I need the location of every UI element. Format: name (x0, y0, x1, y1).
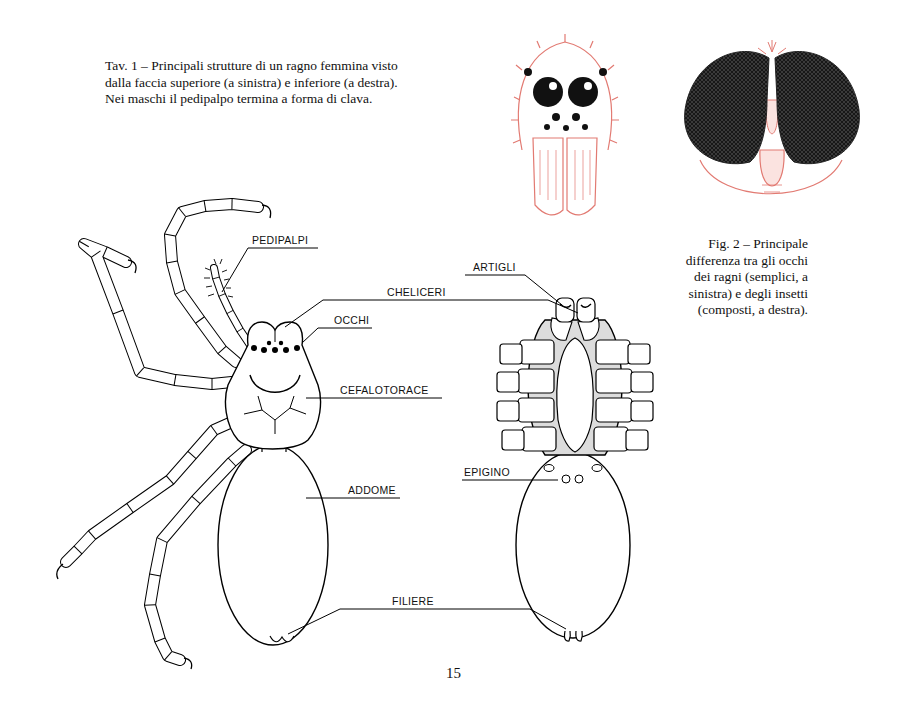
leg (84, 244, 232, 384)
trochanter (497, 401, 519, 421)
coxa (596, 398, 632, 422)
leg (170, 204, 258, 362)
part-label: OCCHI (334, 314, 369, 326)
leader-line (306, 398, 442, 399)
part-label: ADDOME (348, 484, 396, 496)
spider-face (511, 34, 619, 215)
eye (261, 347, 267, 353)
eye (267, 341, 271, 345)
leader-line (462, 480, 558, 481)
eye (599, 68, 607, 76)
chelicera (567, 138, 597, 215)
plate-caption: Tav. 1 – Principali strutture di un ragn… (105, 58, 405, 108)
eye (582, 124, 588, 130)
cephalothorax (225, 322, 320, 449)
chelicera (577, 298, 595, 322)
spinnerets (565, 631, 583, 641)
part-label: CEFALOTORACE (340, 384, 429, 396)
eye (544, 124, 550, 130)
mouthparts (762, 185, 782, 192)
figure-caption: Fig. 2 – Principale differenza tra gli o… (668, 236, 808, 319)
chelicera-line (275, 330, 276, 342)
eye (294, 345, 300, 351)
coxa (520, 340, 554, 364)
spinnerets (270, 636, 294, 642)
leader-line (302, 328, 372, 343)
eye (283, 347, 289, 353)
head-outline (518, 42, 611, 150)
eye (251, 345, 257, 351)
coxa (596, 369, 632, 393)
eye-highlight (584, 82, 592, 90)
eye (272, 347, 278, 353)
part-label: PEDIPALPI (252, 234, 308, 246)
eye (563, 125, 569, 131)
trochanter (502, 430, 524, 450)
trochanter (628, 344, 650, 364)
trochanter (626, 430, 648, 450)
insect-head (685, 40, 860, 194)
dorsal-body (218, 322, 328, 645)
eye (533, 77, 563, 107)
part-label: EPIGINO (464, 466, 510, 478)
part-label: ARTIGLI (473, 261, 516, 273)
compound-eye (685, 51, 769, 163)
antenna-base (758, 40, 786, 54)
leg (84, 244, 232, 384)
leader-line (288, 609, 566, 634)
trochanter (500, 344, 522, 364)
spider-eyes (524, 68, 607, 131)
coxa (518, 369, 554, 393)
leader-line (285, 300, 578, 327)
frons (766, 100, 778, 134)
epigyne (562, 475, 570, 483)
pedipalp (214, 268, 250, 345)
radial-grooves (244, 396, 306, 434)
epigyne (575, 475, 583, 483)
trochanter (631, 401, 653, 421)
eye (524, 68, 532, 76)
part-label: CHELICERI (387, 286, 446, 298)
lung-slit (592, 465, 602, 472)
leg (170, 204, 258, 362)
chelicera-hatch (540, 150, 590, 200)
leader-lines (222, 248, 578, 634)
coxa (518, 398, 554, 422)
pedipalp (214, 268, 250, 345)
mouthparts (760, 150, 784, 186)
trochanter (631, 372, 653, 392)
lung-slit (544, 465, 554, 472)
leader-line (222, 248, 318, 292)
abdomen (218, 445, 328, 645)
fovea (250, 375, 300, 392)
compound-eye (775, 51, 859, 163)
page-number: 15 (446, 664, 461, 682)
coxa (594, 427, 628, 451)
palp-hairs (204, 259, 233, 297)
eye-highlight (549, 82, 557, 90)
coxa (522, 427, 556, 451)
part-label: FILIERE (392, 595, 434, 607)
eye (552, 113, 560, 121)
ventral-body (497, 298, 653, 641)
eye (572, 113, 580, 121)
trochanter (497, 372, 519, 392)
coxa (596, 340, 630, 364)
head-hairs (511, 34, 619, 143)
sternum (557, 338, 593, 452)
eye (568, 77, 598, 107)
leader-line (306, 498, 400, 499)
eye (279, 341, 283, 345)
